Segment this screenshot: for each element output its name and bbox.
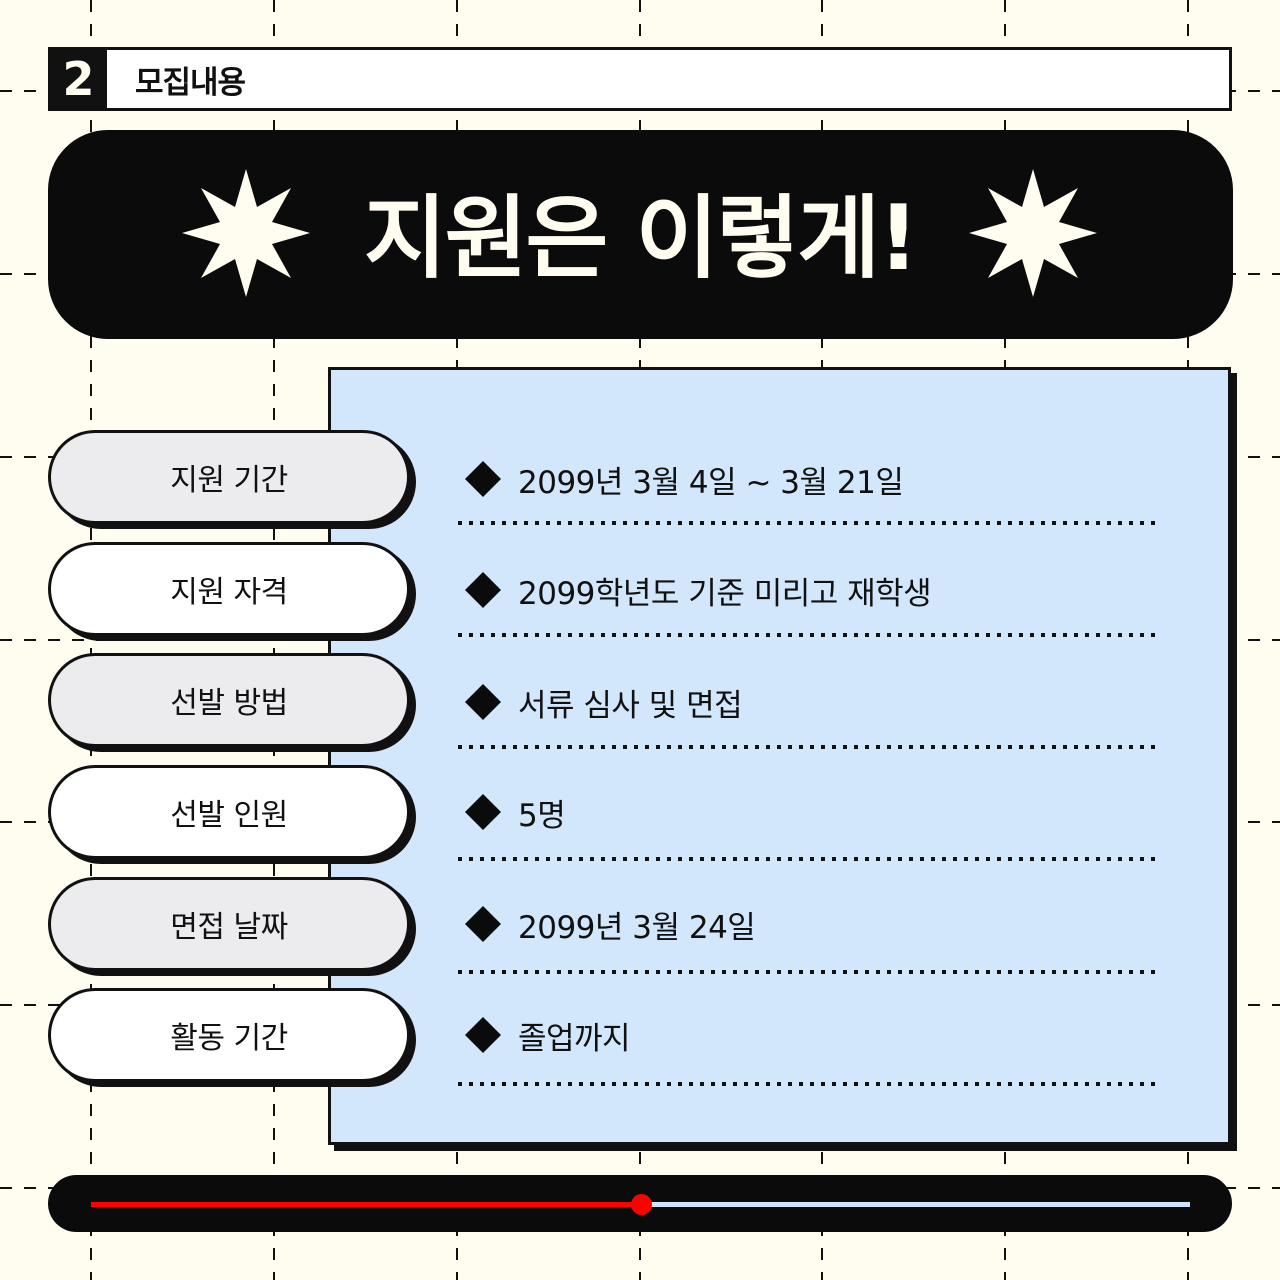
dotted-divider [458,970,1158,974]
value-application-period: 2099년 3월 4일 ~ 3월 21일 [464,454,904,504]
label-text: 선발 방법 [170,686,288,721]
dotted-divider [458,745,1158,749]
value-interview-date: 2099년 3월 24일 [464,899,756,949]
title-banner: 지원은 이렇게! [48,130,1233,339]
value-text: 서류 심사 및 면접 [518,687,743,724]
diamond-bullet-icon [464,1016,502,1054]
label-text: 활동 기간 [170,1021,288,1056]
section-title: 모집내용 [135,64,246,101]
label-pill-application-period: 지원 기간 [48,430,410,524]
progress-fill [91,1202,641,1207]
progress-knob[interactable] [630,1194,652,1215]
value-activity-period: 졸업까지 [464,1010,631,1060]
dotted-divider [458,521,1158,525]
section-number: 2 [50,50,107,108]
label-pill-interview-date: 면접 날짜 [48,877,410,971]
banner-title: 지원은 이렇게! [363,185,919,291]
label-pill-selection-method: 선발 방법 [48,653,410,747]
label-pill-headcount: 선발 인원 [48,765,410,859]
diamond-bullet-icon [464,460,502,498]
diamond-bullet-icon [464,683,502,721]
dotted-divider [458,857,1158,861]
value-text: 2099년 3월 24일 [518,909,756,946]
value-headcount: 5명 [464,787,566,837]
info-panel [328,367,1231,1145]
label-text: 면접 날짜 [170,910,288,945]
diamond-bullet-icon [464,793,502,831]
label-text: 지원 자격 [170,575,288,610]
dotted-divider [458,633,1158,637]
value-text: 2099년 3월 4일 ~ 3월 21일 [518,464,904,501]
eight-point-star-icon [180,167,312,299]
page-progress-bar[interactable] [48,1175,1232,1232]
value-text: 2099학년도 기준 미리고 재학생 [518,575,932,612]
value-eligibility: 2099학년도 기준 미리고 재학생 [464,565,932,615]
value-text: 졸업까지 [518,1020,631,1057]
value-selection-method: 서류 심사 및 면접 [464,677,743,727]
value-text: 5명 [518,797,566,834]
diamond-bullet-icon [464,571,502,609]
label-pill-activity-period: 활동 기간 [48,988,410,1082]
label-text: 지원 기간 [170,463,288,498]
diamond-bullet-icon [464,905,502,943]
label-text: 선발 인원 [170,798,288,833]
label-pill-eligibility: 지원 자격 [48,542,410,636]
dotted-divider [458,1082,1158,1086]
eight-point-star-icon [967,167,1099,299]
section-header: 2 모집내용 [48,47,1232,111]
